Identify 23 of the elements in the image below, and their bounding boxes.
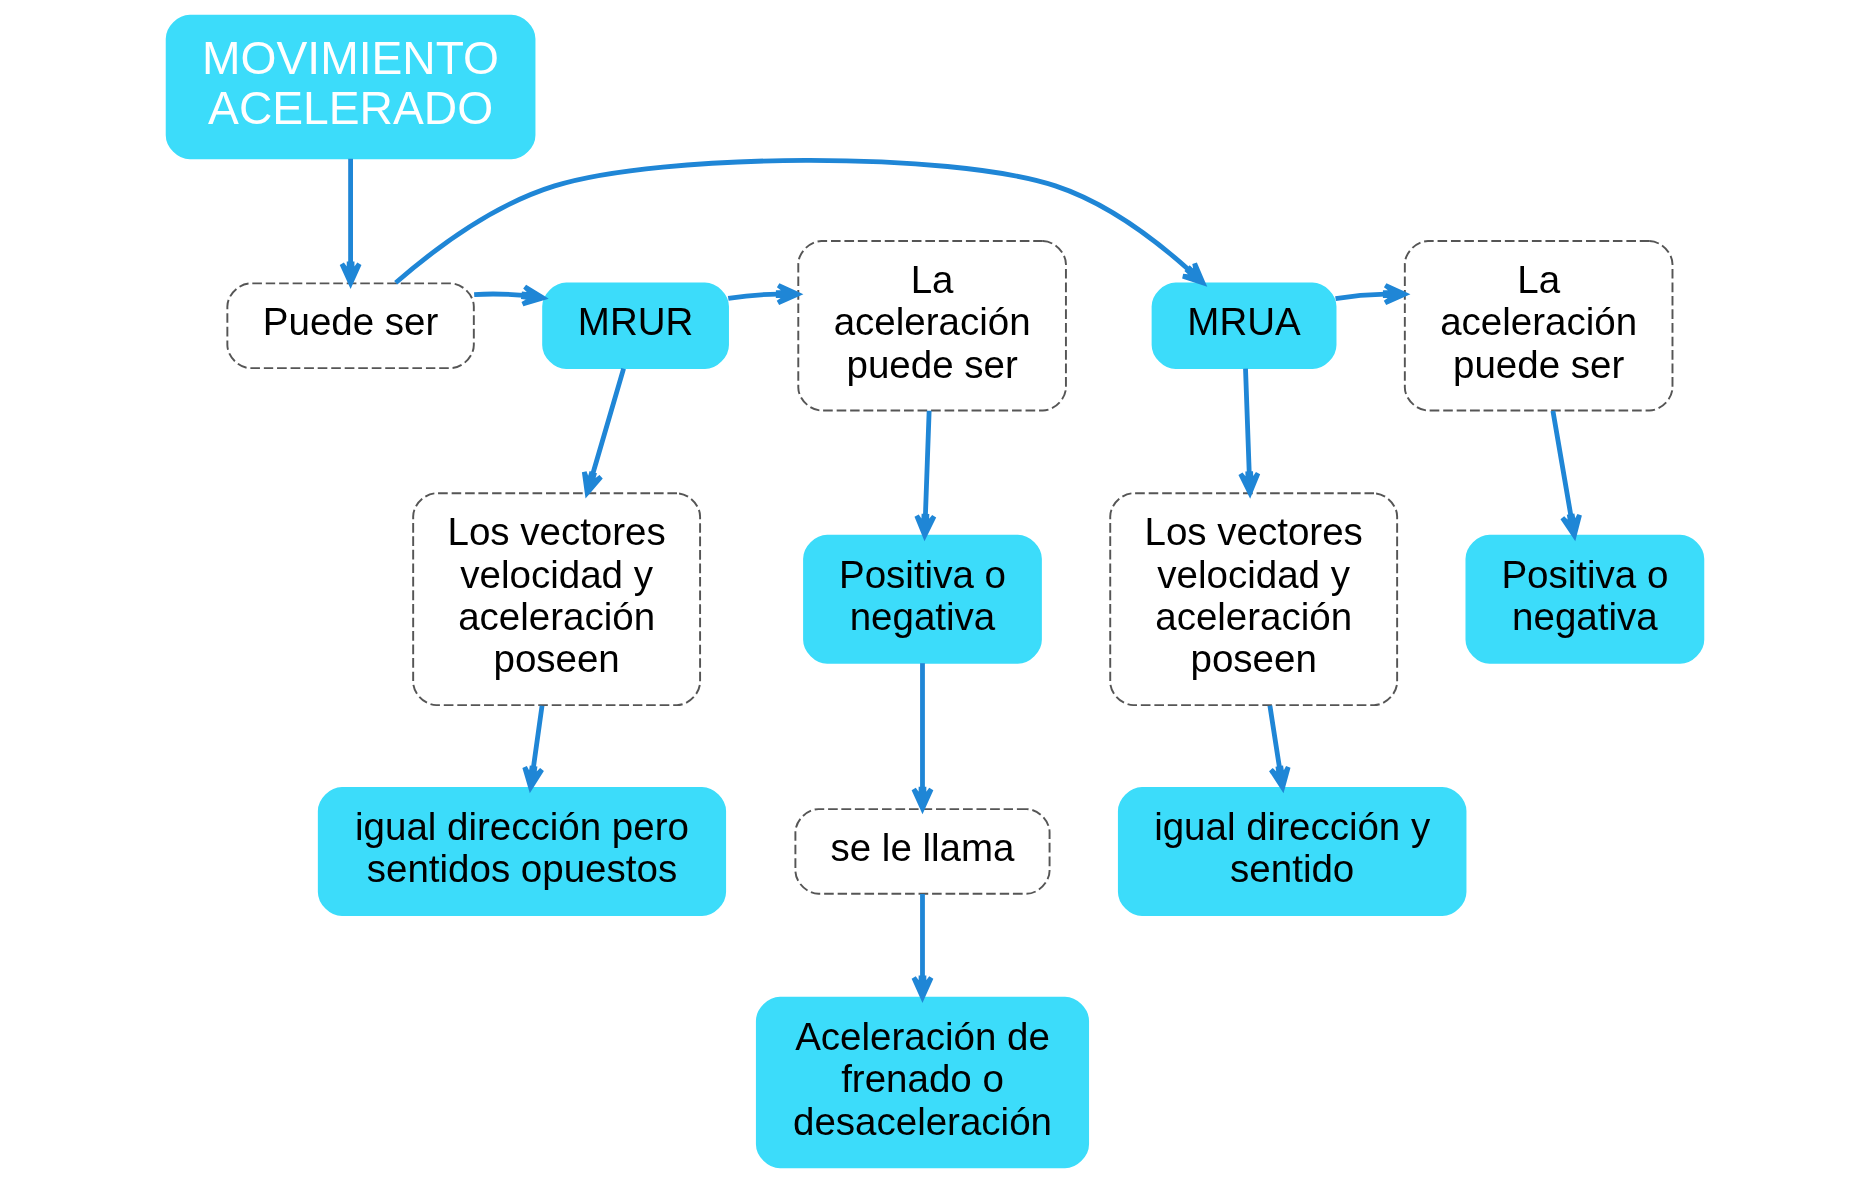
- arrow: [910, 894, 934, 1000]
- node-box: Positiva o negativa: [1465, 534, 1704, 664]
- node-box: Puede ser: [225, 282, 475, 370]
- arrow: [393, 158, 1205, 286]
- arrow: [1550, 410, 1582, 538]
- node-box: La aceleración puede ser: [1403, 240, 1673, 412]
- node-box: Los vectores velocidad y aceleración poseen: [411, 492, 701, 707]
- node-box: se le llama: [793, 808, 1051, 895]
- node-box: MRUA: [1151, 282, 1336, 370]
- node-box: Positiva o negativa: [802, 534, 1042, 664]
- node-box: MRUR: [541, 282, 729, 370]
- arrow: [1267, 705, 1291, 790]
- arrow: [339, 158, 362, 286]
- arrow: [521, 705, 544, 790]
- node-box: igual dirección y sentido: [1117, 786, 1466, 916]
- node-box: Aceleración de frenado o desaceleración: [755, 996, 1089, 1169]
- arrow: [581, 367, 626, 496]
- node-box: Los vectores velocidad y aceleración poseen: [1108, 492, 1398, 707]
- arrow: [913, 410, 936, 538]
- node-box: La aceleración puede ser: [796, 240, 1067, 412]
- node-box: MOVIMIENTO ACELERADO: [165, 14, 535, 160]
- arrow: [1237, 368, 1260, 496]
- node-box: igual dirección pero sentidos opuestos: [317, 786, 726, 916]
